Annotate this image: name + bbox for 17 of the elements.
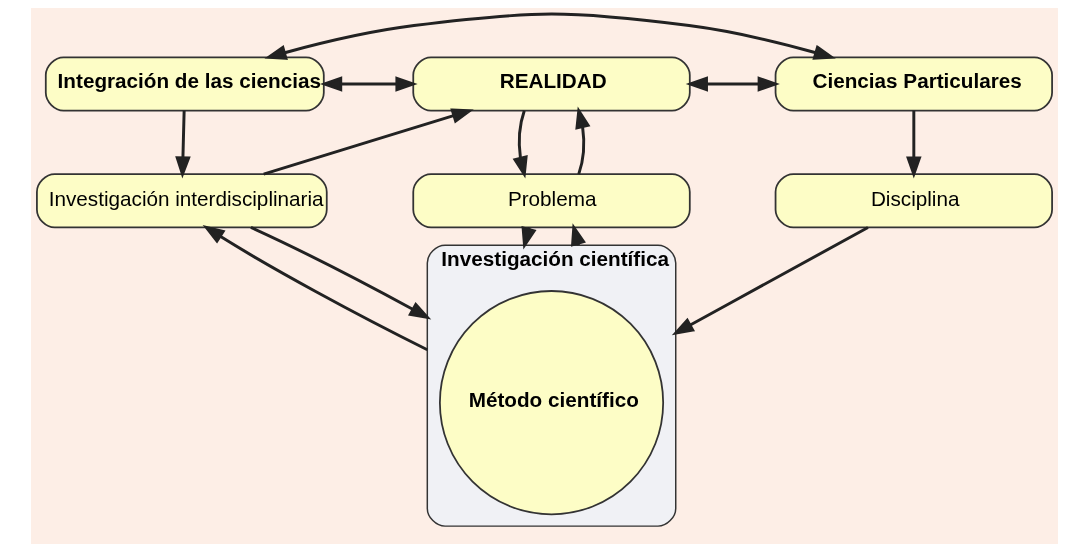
arrow: [512, 110, 528, 179]
node-box: Integración de las ciencias: [44, 56, 325, 112]
arrow: [906, 110, 922, 179]
arrow: [202, 225, 428, 352]
node-box: Disciplina: [774, 173, 1053, 229]
arrow: [685, 76, 780, 92]
arrow: [175, 110, 191, 179]
arrow: [671, 226, 869, 336]
arrow: [250, 226, 432, 320]
arrow: [575, 106, 591, 175]
node-circle: Método científico: [439, 290, 665, 516]
arrow: [320, 76, 418, 92]
node-box: REALIDAD: [412, 56, 691, 112]
node-box: Ciencias Particulares: [774, 56, 1053, 112]
arrow: [263, 108, 474, 176]
arrow: [264, 12, 836, 60]
node-box: Investigación interdisciplinaria: [36, 173, 328, 229]
